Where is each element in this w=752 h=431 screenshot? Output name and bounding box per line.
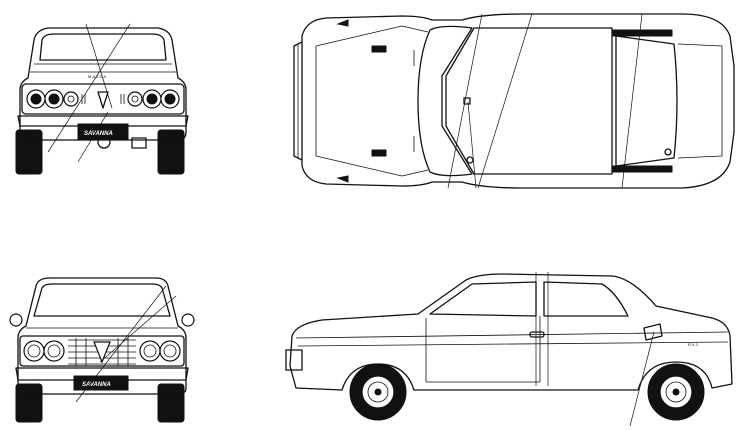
- rear-right-lamps: [120, 89, 180, 109]
- side-rear-wheel: [647, 363, 705, 421]
- top-view-drawing: [293, 13, 735, 189]
- front-leader-lines: [75, 285, 177, 403]
- top-drip-rail-lower: [611, 165, 673, 173]
- rear-left-lamps: [26, 89, 86, 109]
- front-body-outline: [17, 277, 187, 395]
- front-view: SAVANNA: [6, 272, 198, 424]
- front-plate-text: SAVANNA: [82, 382, 111, 388]
- side-rear-window: [543, 281, 629, 317]
- front-left-mirror: [9, 313, 23, 327]
- rear-body-outline: [19, 27, 187, 141]
- top-roof: [445, 27, 613, 175]
- front-bumper: [15, 367, 189, 381]
- side-view-drawing: RX3: [285, 272, 733, 427]
- side-view: RX3: [282, 266, 750, 428]
- rear-muffler: [131, 137, 147, 149]
- rear-view: MAZDA SAVANNA: [8, 12, 198, 177]
- rear-tail-panel: [21, 83, 185, 115]
- top-hood: [315, 25, 429, 177]
- top-rear-window: [615, 35, 678, 167]
- front-right-mirror: [181, 313, 195, 327]
- side-leader-lines: [535, 272, 655, 427]
- top-drip-rail-upper: [611, 29, 673, 37]
- rear-right-tire: [157, 129, 185, 175]
- rear-tow-hook: [97, 135, 111, 149]
- side-badge: RX3: [688, 342, 699, 347]
- rear-plate-text: SAVANNA: [84, 131, 113, 137]
- front-left-tire: [15, 383, 43, 423]
- rear-left-tire: [15, 129, 43, 175]
- side-front-bumper: [285, 349, 303, 371]
- front-right-tire: [157, 383, 185, 423]
- front-headlamps: [23, 340, 181, 362]
- top-body-outline: [301, 13, 735, 189]
- top-hood-vents: [371, 45, 415, 157]
- top-view: [282, 6, 750, 196]
- rear-leader-lines: [47, 23, 131, 163]
- side-door: [425, 316, 541, 383]
- front-grille-mesh: [68, 338, 136, 366]
- side-front-window: [429, 281, 537, 317]
- top-roof-marker: [463, 97, 471, 105]
- top-windscreen: [417, 25, 473, 177]
- rear-bumper: [17, 115, 189, 127]
- side-belt-line: [295, 331, 729, 339]
- rear-emblem: [97, 91, 109, 109]
- rear-license-plate: [77, 123, 129, 141]
- front-grille: [19, 335, 185, 367]
- top-trunk: [677, 43, 723, 159]
- rear-badge: MAZDA: [88, 74, 107, 79]
- top-leader-lines: [447, 13, 643, 189]
- front-windscreen: [33, 283, 171, 317]
- side-fuel-cap: [643, 323, 663, 341]
- top-fuel-cap: [664, 148, 672, 156]
- top-mirrors: [336, 19, 349, 183]
- rear-view-drawing: MAZDA SAVANNA: [15, 23, 189, 175]
- side-front-wheel: [349, 363, 407, 421]
- front-view-drawing: SAVANNA: [9, 277, 195, 423]
- rear-window: [39, 33, 167, 61]
- front-license-plate: [73, 375, 129, 391]
- top-antenna: [466, 156, 474, 164]
